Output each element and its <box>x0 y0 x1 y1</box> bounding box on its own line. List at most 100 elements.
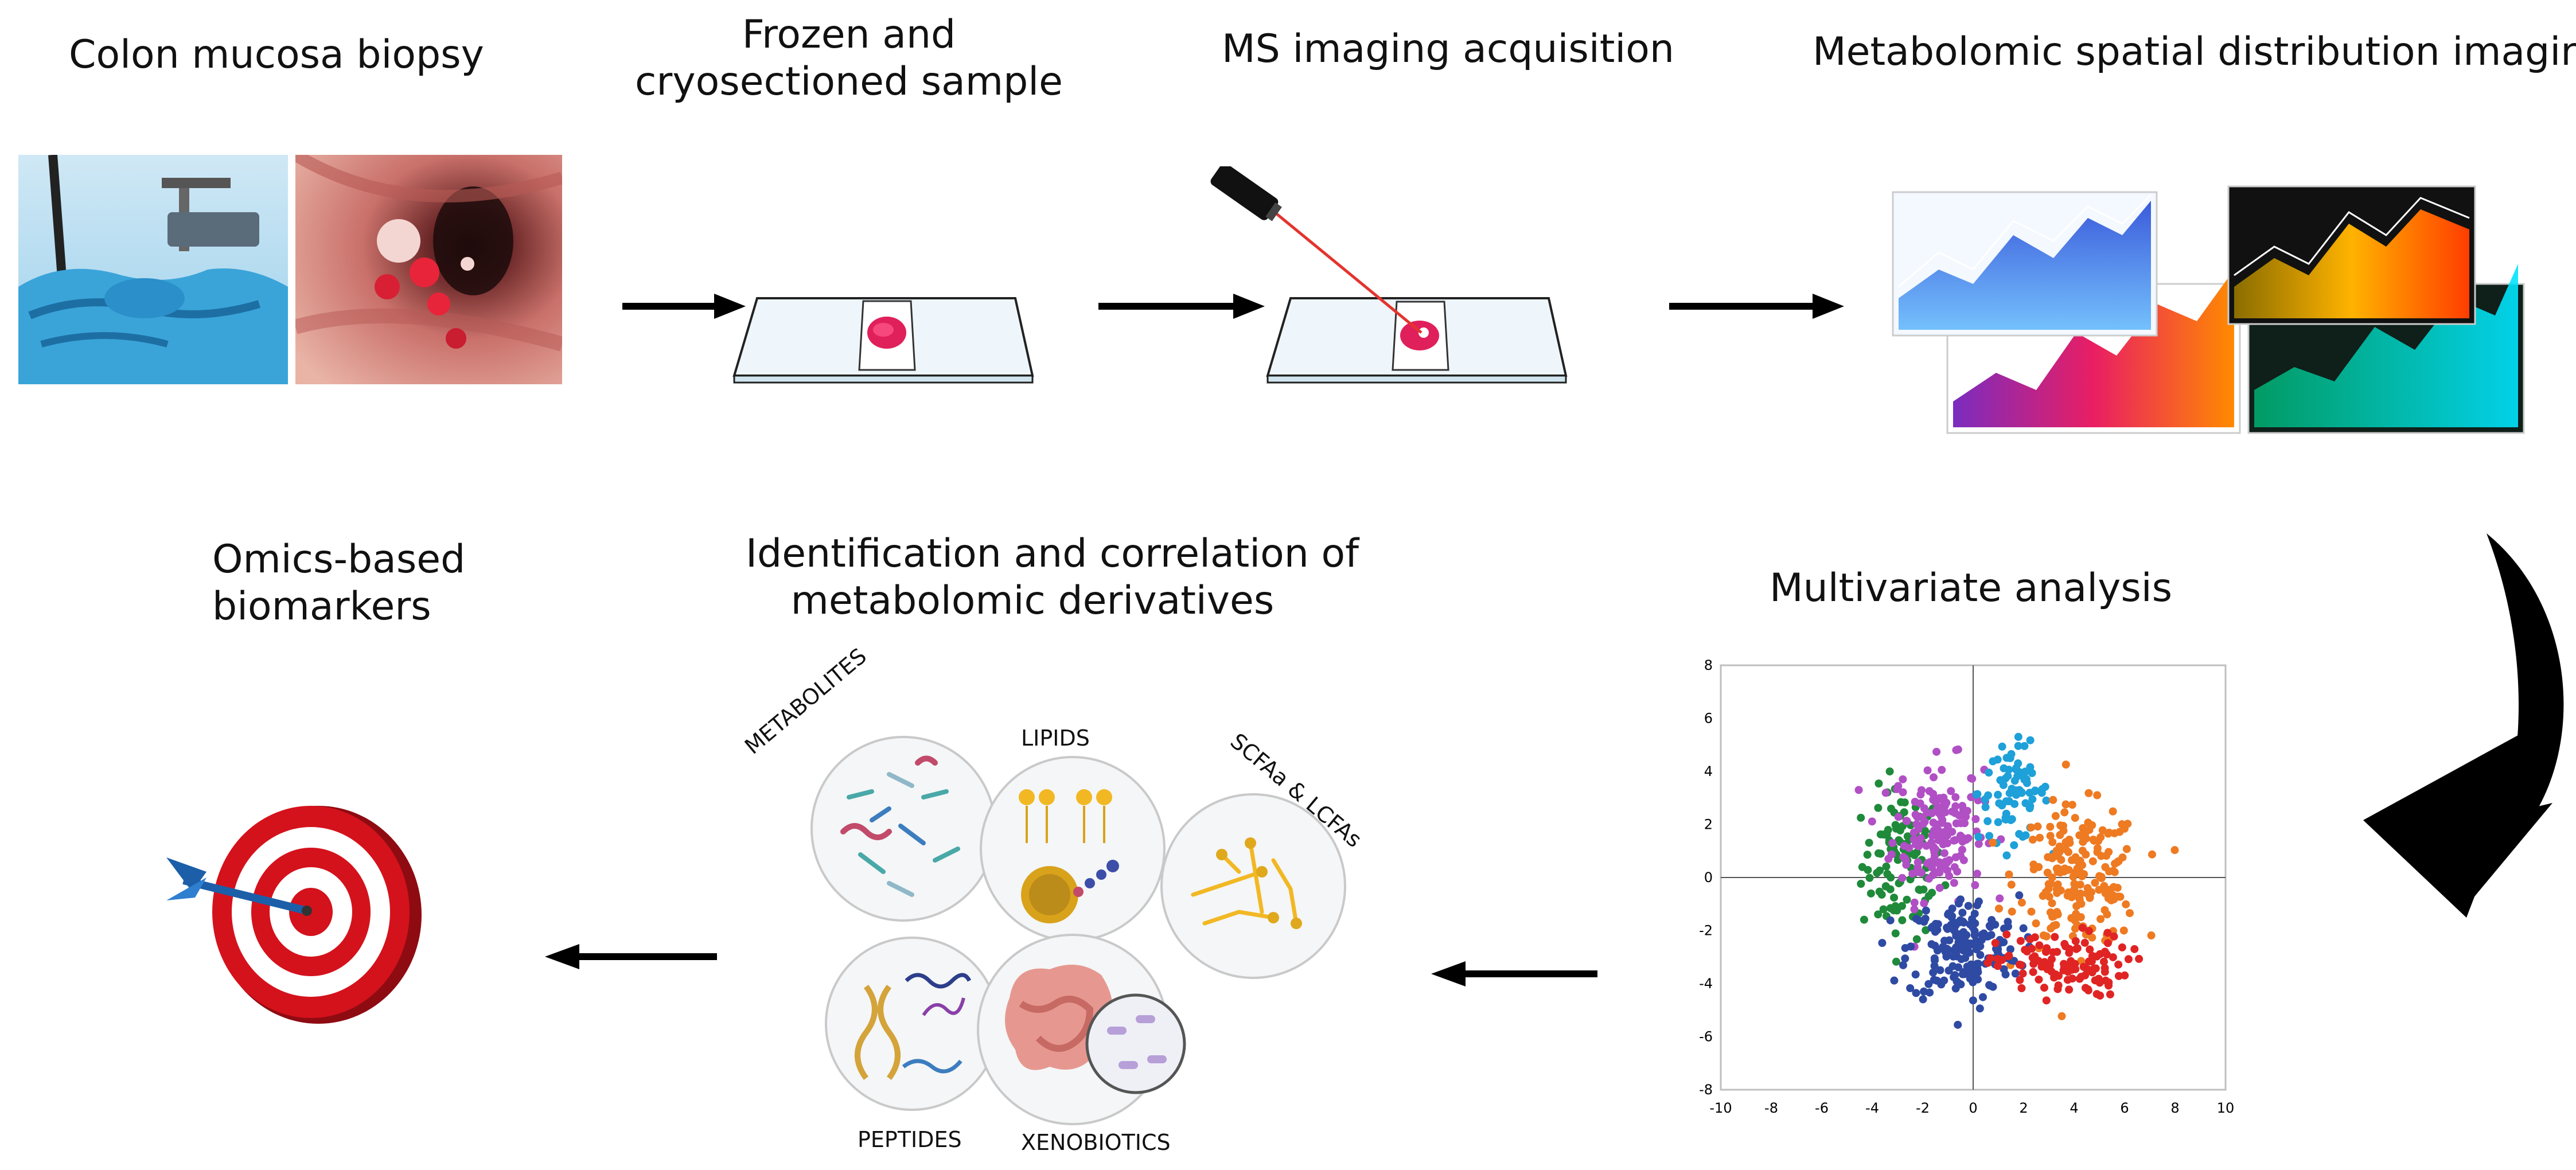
scatter-point <box>1951 802 1960 810</box>
scatter-point <box>1876 866 1884 875</box>
scatter-point <box>2096 915 2105 923</box>
scatter-point <box>2111 859 2119 868</box>
scatter-point <box>1919 995 1927 1004</box>
scatter-point <box>1936 966 1944 974</box>
scatter-point <box>1993 962 2002 970</box>
scatter-point <box>1963 962 1971 971</box>
y-tick-label: -2 <box>1699 923 1713 939</box>
scatter-point <box>2056 868 2064 877</box>
scatter-point <box>1910 898 1919 907</box>
scatter-point <box>1890 976 1899 985</box>
scatter-point <box>2097 872 2106 881</box>
scatter-point <box>1974 897 1983 906</box>
scatter-point <box>1899 788 1907 797</box>
scatter-point <box>2029 968 2037 976</box>
lipids-label: LIPIDS <box>1021 726 1090 751</box>
scatter-point <box>1897 798 1905 806</box>
scatter-point <box>2046 832 2055 840</box>
scatter-point <box>2036 833 2044 842</box>
scatter-point <box>1973 869 1981 878</box>
scatter-point <box>1886 916 1895 925</box>
scatter-point <box>1961 819 1969 828</box>
scatter-point <box>1955 918 1963 927</box>
scatter-point <box>1912 989 1920 997</box>
scatter-point <box>2084 927 2093 935</box>
scatter-point <box>2026 935 2035 943</box>
scatter-point <box>1974 832 1983 841</box>
scatter-point <box>2124 955 2133 964</box>
scatter-point <box>1912 840 1920 849</box>
scatter-point <box>2015 891 2024 900</box>
x-tick-label: 8 <box>2170 1100 2179 1116</box>
spatial-distribution-charts <box>1892 185 2525 434</box>
scatter-point <box>1918 786 1926 794</box>
scatter-point <box>2103 910 2111 919</box>
scatter-point <box>2051 812 2060 820</box>
scatter-point <box>1887 873 1895 882</box>
scatter-point <box>2040 984 2048 992</box>
scatter-point <box>1952 943 1961 951</box>
scatter-point <box>2122 845 2131 853</box>
scatter-point <box>1955 811 1963 820</box>
scatter-point <box>1985 769 1993 777</box>
scatter-point <box>2084 789 2093 797</box>
scatter-point <box>1928 809 1936 817</box>
scatter-point <box>2001 970 2010 979</box>
scatter-point <box>2103 950 2111 959</box>
scatter-point <box>1956 832 1965 840</box>
scatter-point <box>2110 932 2118 941</box>
scatter-point <box>1906 984 1915 992</box>
scatter-point <box>1950 927 1959 935</box>
scatter-point <box>1983 817 1992 825</box>
scatter-point <box>2020 742 2029 750</box>
lipids-circle <box>980 756 1166 942</box>
scatter-point <box>2065 985 2074 994</box>
scatter-point <box>1894 813 1903 821</box>
scatter-point <box>1942 798 1951 807</box>
scatter-point <box>1976 951 1985 960</box>
scatter-point <box>1987 916 1996 925</box>
scatter-point <box>1903 817 1911 825</box>
scatter-point <box>1987 931 1996 939</box>
scatter-point <box>1927 923 1936 932</box>
scatter-point <box>1993 948 2002 957</box>
scatter-point <box>1931 845 1940 853</box>
scatter-point <box>1901 854 1909 863</box>
scatter-point <box>2170 846 2179 855</box>
scatter-point <box>2053 889 2061 898</box>
scatter-point <box>2148 850 2156 859</box>
scatter-point <box>1919 885 1928 894</box>
step-colon-biopsy-label: Colon mucosa biopsy <box>69 32 484 77</box>
scatter-point <box>2088 857 2097 865</box>
x-tick-label: -4 <box>1865 1100 1879 1116</box>
scatter-point <box>1962 812 1970 821</box>
scatter-point <box>2049 973 2058 982</box>
arrow-identification-to-biomarkers <box>545 944 717 969</box>
scatter-point <box>2081 964 2090 972</box>
scatter-point <box>2022 947 2031 955</box>
scatter-point <box>2042 996 2051 1005</box>
scatter-point <box>1991 939 2000 947</box>
scatter-point <box>1935 794 1944 802</box>
scatter-point <box>1923 766 1932 775</box>
xenobiotics-label: XENOBIOTICS <box>1021 1130 1171 1155</box>
scatter-point <box>1971 919 1979 927</box>
scatter-point <box>1854 786 1863 794</box>
scatter-point <box>1958 933 1966 942</box>
scatter-point <box>1926 988 1934 997</box>
scatter-point <box>1899 775 1907 783</box>
scatter-point <box>1974 840 1983 848</box>
scatter-point <box>1983 958 1992 967</box>
scatter-point <box>2052 921 2060 929</box>
scatter-point <box>2061 760 2070 769</box>
scatter-point <box>1893 906 1901 915</box>
scatter-point <box>2022 779 2031 787</box>
scatter-point <box>1920 918 1928 926</box>
y-tick-label: 2 <box>1704 817 1713 833</box>
scatter-point <box>1930 976 1938 984</box>
scatter-point <box>1874 804 1883 812</box>
scatter-point <box>1930 962 1939 970</box>
arrow-scatter-to-identification <box>1431 961 1597 986</box>
scatter-point <box>1986 923 1994 931</box>
scatter-point <box>2049 948 2057 957</box>
